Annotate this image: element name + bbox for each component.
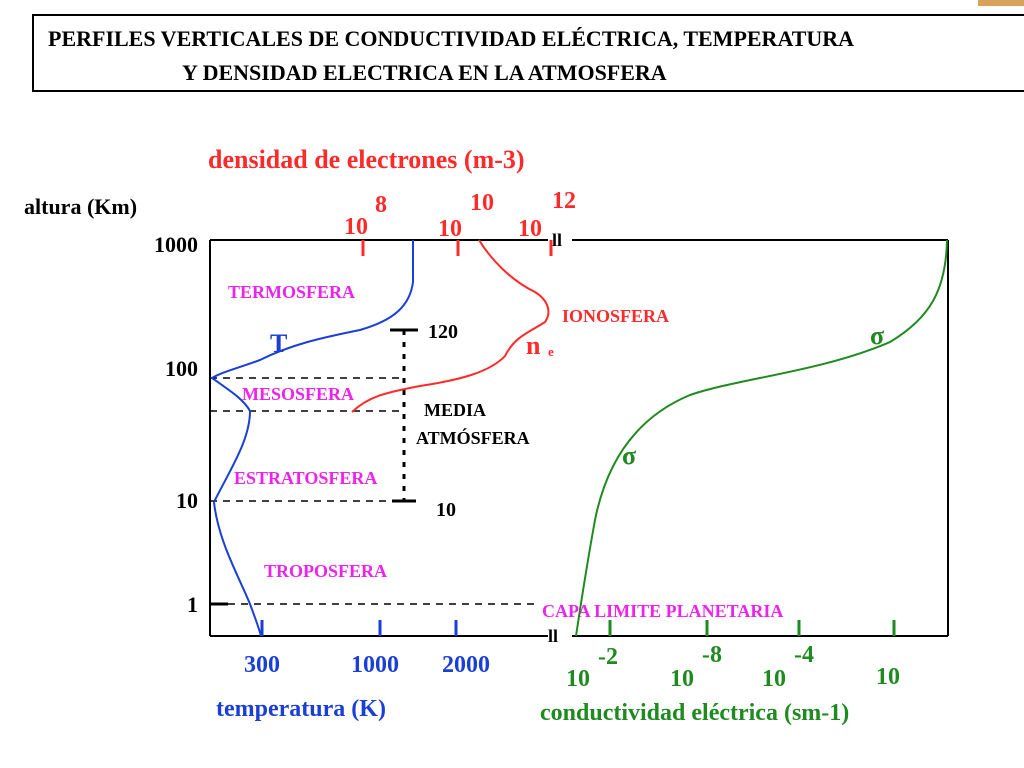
y-tick-1: 1	[187, 592, 198, 617]
cond-tick-3-base: 10	[762, 666, 786, 692]
density-symbol: n	[526, 331, 541, 360]
top-tick-1-exp: 8	[375, 192, 387, 218]
top-tick-1-base: 10	[344, 214, 368, 240]
top-tick-2-exp: 10	[470, 190, 494, 216]
conductivity-symbol-upper: σ	[870, 321, 884, 350]
media-atmosfera-line-2: ATMÓSFERA	[416, 427, 530, 448]
title-line-2: Y DENSIDAD ELECTRICA EN LA ATMOSFERA	[182, 60, 667, 85]
layer-label-capa-limite: CAPA LIMITE PLANETARIA	[542, 601, 783, 621]
cond-tick-1-base: 10	[566, 666, 590, 692]
cond-axis-label: conductividad eléctrica (sm-1)	[540, 700, 849, 726]
corner-decoration	[978, 0, 1024, 6]
temp-axis-label: temperatura (K)	[216, 696, 386, 722]
layer-label-termosfera: TERMOSFERA	[228, 282, 355, 302]
top-tick-2-base: 10	[438, 216, 462, 242]
cond-tick-4-base: 10	[876, 664, 900, 690]
media-atmosfera-line-1: MEDIA	[424, 400, 486, 420]
title-line-1: PERFILES VERTICALES DE CONDUCTIVIDAD ELÉ…	[48, 26, 855, 51]
title-box: PERFILES VERTICALES DE CONDUCTIVIDAD ELÉ…	[32, 14, 1024, 92]
conductivity-symbol-lower: σ	[622, 441, 636, 470]
y-axis-label: altura (Km)	[24, 194, 137, 219]
electron-density-curve	[351, 239, 550, 413]
layer-label-estratosfera: ESTRATOSFERA	[234, 468, 377, 488]
y-tick-1000: 1000	[154, 232, 198, 257]
cond-tick-3-exp: -4	[794, 642, 814, 668]
layer-label-mesosfera: MESOSFERA	[242, 384, 354, 404]
axis-break-top: ll	[552, 230, 562, 250]
temperature-curve	[210, 240, 414, 637]
y-tick-10: 10	[176, 488, 198, 513]
y-tick-100: 100	[165, 356, 198, 381]
cond-tick-2-base: 10	[670, 666, 694, 692]
top-tick-3-base: 10	[518, 216, 542, 242]
temp-tick-2000: 2000	[442, 652, 490, 678]
cond-tick-2-exp: -8	[702, 642, 722, 668]
conductivity-curve	[575, 239, 948, 637]
height-marker-120: 120	[428, 321, 458, 343]
top-tick-3-exp: 12	[552, 188, 576, 214]
cond-tick-1-exp: -2	[598, 644, 618, 670]
axis-break-bottom: ll	[548, 626, 558, 646]
top-axis-label: densidad de electrones (m-3)	[208, 145, 525, 174]
temp-tick-1000: 1000	[351, 652, 399, 678]
layer-label-troposfera: TROPOSFERA	[264, 561, 387, 581]
height-marker-10: 10	[436, 499, 456, 521]
density-symbol-subscript: e	[548, 344, 554, 359]
temp-tick-300: 300	[244, 652, 280, 678]
temperature-symbol: T	[270, 329, 287, 358]
layer-label-ionosfera: IONOSFERA	[562, 306, 669, 326]
